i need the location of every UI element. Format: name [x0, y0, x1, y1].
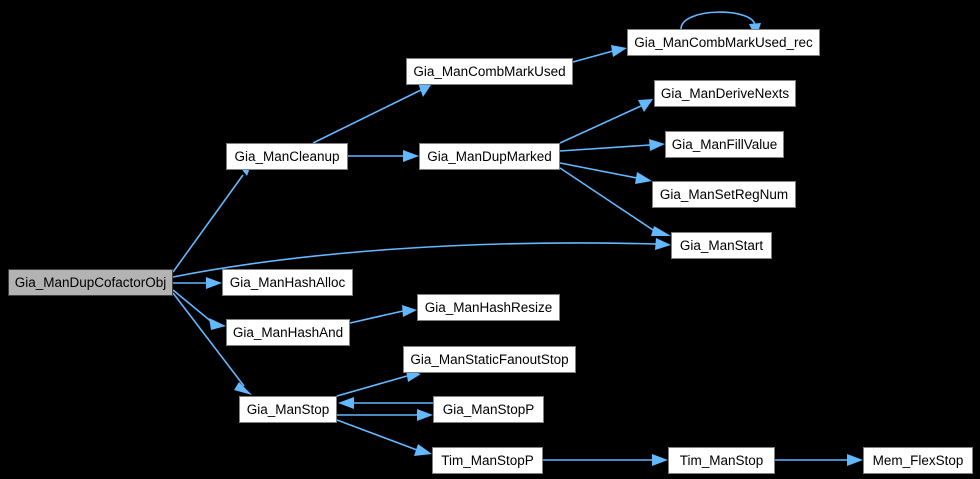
node-gia-manderivenexts[interactable]: Gia_ManDeriveNexts	[654, 80, 796, 107]
edge-hashand-to-hashresize	[349, 305, 417, 324]
node-label: Gia_ManStop	[246, 401, 330, 417]
edge-cleanup-to-dupmarked	[348, 150, 419, 162]
node-gia-manhashalloc[interactable]: Gia_ManHashAlloc	[222, 269, 353, 296]
node-gia-mancleanup[interactable]: Gia_ManCleanup	[226, 143, 348, 170]
node-label: Gia_ManStaticFanoutStop	[410, 351, 569, 367]
node-gia-mansetregnum[interactable]: Gia_ManSetRegNum	[652, 181, 796, 208]
edge-dupmarked-to-derivenexts	[559, 99, 653, 144]
node-gia-manstaticfanoutstop[interactable]: Gia_ManStaticFanoutStop	[403, 346, 576, 373]
node-label: Gia_ManCombMarkUsed	[413, 63, 566, 79]
node-gia-manstop[interactable]: Gia_ManStop	[239, 396, 337, 423]
node-gia-manstart[interactable]: Gia_ManStart	[671, 232, 772, 259]
edge-combmarkused-to-combmarkusedrec	[572, 45, 627, 63]
edge-dupcofactorobj-to-hashand	[172, 289, 226, 330]
edge-cleanup-to-combmarkused	[312, 83, 431, 144]
node-gia-manstopp[interactable]: Gia_ManStopP	[433, 396, 544, 423]
edge-dupmarked-to-fillvalue	[559, 139, 665, 152]
node-gia-mandupcofactorobj[interactable]: Gia_ManDupCofactorObj	[8, 269, 173, 296]
node-label: Gia_ManHashResize	[424, 299, 553, 315]
edge-manstop-to-manstopp	[337, 409, 433, 421]
node-label: Gia_ManSetRegNum	[659, 186, 789, 202]
edge-dupmarked-to-manstart	[559, 167, 671, 236]
node-label: Gia_ManStart	[679, 237, 764, 253]
node-gia-mancombmarkused[interactable]: Gia_ManCombMarkUsed	[406, 58, 573, 85]
node-label: Gia_ManCombMarkUsed_rec	[634, 34, 813, 50]
edge-manstop-to-staticfanout	[336, 370, 421, 397]
edge-timmanstop-to-memflexstop	[775, 454, 863, 466]
node-mem-flexstop[interactable]: Mem_FlexStop	[863, 447, 973, 474]
node-label: Gia_ManStopP	[442, 401, 535, 417]
node-label: Gia_ManHashAlloc	[229, 274, 346, 290]
edge-dupcofactorobj-to-manstart	[172, 238, 671, 278]
node-label: Tim_ManStopP	[441, 452, 534, 468]
node-gia-mancombmarkused-rec[interactable]: Gia_ManCombMarkUsed_rec	[627, 29, 820, 56]
node-label: Tim_ManStop	[679, 452, 764, 468]
node-label: Mem_FlexStop	[872, 452, 964, 468]
node-gia-manhashresize[interactable]: Gia_ManHashResize	[417, 294, 560, 321]
edge-dupcofactorobj-to-hashalloc	[173, 277, 222, 289]
node-label: Gia_ManHashAnd	[232, 324, 344, 340]
node-gia-manhashand[interactable]: Gia_ManHashAnd	[226, 319, 350, 346]
edge-dupcofactorobj-to-manstop	[172, 292, 252, 395]
node-label: Gia_ManCleanup	[234, 148, 340, 164]
edge-dupcofactorobj-to-cleanup	[172, 162, 252, 273]
node-label: Gia_ManDeriveNexts	[660, 85, 790, 101]
edge-timmanstopp-to-timmanstop	[543, 454, 668, 466]
edge-manstop-to-timmanstopp	[336, 419, 432, 456]
edge-manstopp-to-manstop	[338, 397, 433, 409]
edge-dupmarked-to-setregnum	[559, 162, 652, 184]
node-label: Gia_ManDupMarked	[427, 148, 552, 164]
node-gia-mandupmarked[interactable]: Gia_ManDupMarked	[419, 143, 560, 170]
node-tim-manstopp[interactable]: Tim_ManStopP	[432, 447, 543, 474]
node-tim-manstop[interactable]: Tim_ManStop	[668, 447, 775, 474]
node-gia-manfillvalue[interactable]: Gia_ManFillValue	[665, 131, 784, 158]
node-label: Gia_ManDupCofactorObj	[14, 274, 167, 290]
node-label: Gia_ManFillValue	[671, 136, 778, 152]
